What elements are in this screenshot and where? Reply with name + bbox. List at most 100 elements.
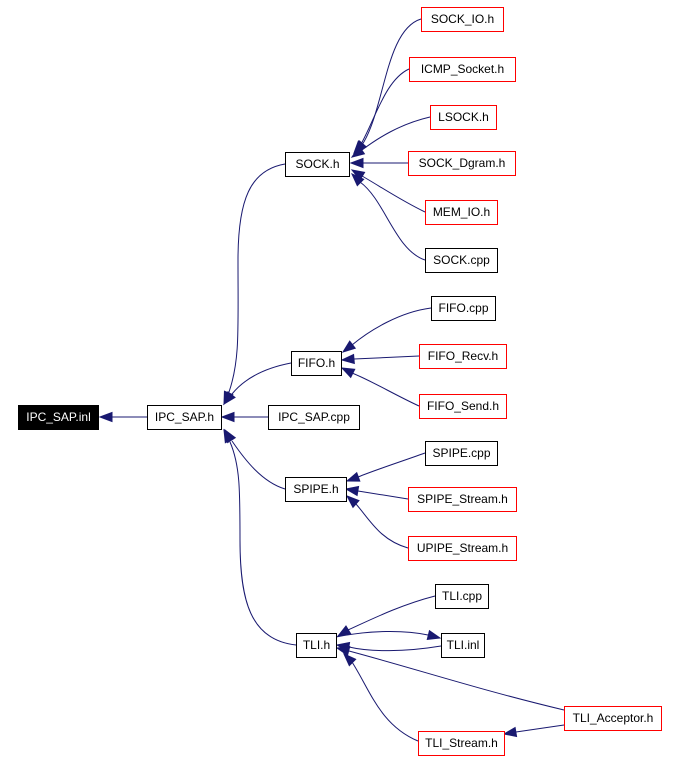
node-box [408,487,517,512]
node-label: TLI.h [303,638,330,652]
edge-line [357,452,426,478]
node-box [409,57,516,82]
node-box [296,633,337,658]
edge-tli_h-to-ipc_sap_h [223,428,297,646]
node-label: TLI.inl [447,638,480,652]
edge-line [351,372,420,407]
edge-spipe_cpp-to-spipe_h [345,452,426,482]
node-box [425,441,498,466]
edge-line [361,18,422,146]
node-mem-io-h[interactable]: MEM_IO.h [425,200,498,225]
node-tli-cpp[interactable]: TLI.cpp [435,584,489,609]
graph-edges [98,18,565,742]
arrowhead [340,367,356,379]
arrowhead [350,169,366,181]
node-box [419,344,507,369]
node-box [425,200,498,225]
node-box [419,394,507,419]
node-box [285,152,350,177]
node-spipe-stream-h[interactable]: SPIPE_Stream.h [408,487,517,512]
node-label: FIFO.h [298,356,335,370]
node-label: ICMP_Socket.h [421,62,504,76]
arrowhead [349,157,364,169]
edge-line [361,116,431,151]
node-spipe-h[interactable]: SPIPE.h [285,477,347,502]
arrowhead [345,471,361,482]
node-box [418,731,505,756]
arrowhead [223,390,236,406]
edge-spipe_stream_h-to-spipe_h [344,485,409,500]
node-fifo-h[interactable]: FIFO.h [291,351,342,376]
node-label: SOCK_IO.h [431,12,494,26]
node-tli-inl[interactable]: TLI.inl [441,633,485,658]
node-label: LSOCK.h [438,110,489,124]
node-label: IPC_SAP.h [155,410,214,424]
node-label: SOCK.cpp [433,253,490,267]
node-tli-acceptor-h[interactable]: TLI_Acceptor.h [564,706,662,731]
node-box [408,151,516,176]
node-box [147,405,222,430]
arrowhead [342,652,357,667]
edge-sock_h-to-ipc_sap_h [223,163,286,406]
node-fifo-recv-h[interactable]: FIFO_Recv.h [419,344,507,369]
node-box [18,405,99,430]
edge-line [231,362,292,395]
edge-ipc_sap_h-to-ipc_sap_inl [98,411,147,423]
node-box [441,633,485,658]
node-box [425,248,498,273]
node-upipe-stream-h[interactable]: UPIPE_Stream.h [408,536,517,561]
node-label: SOCK_Dgram.h [419,156,506,170]
arrowhead [335,645,351,657]
arrowhead [502,726,518,738]
arrowhead [341,340,357,353]
node-sock-dgram-h[interactable]: SOCK_Dgram.h [408,151,516,176]
node-box [430,105,497,130]
edge-fifo_cpp-to-fifo_h [341,307,432,353]
arrowhead [98,411,113,423]
node-ipc-sap-inl[interactable]: IPC_SAP.inl [18,405,99,430]
node-box [268,405,360,430]
edge-line [348,650,565,711]
edge-tli_acceptor_h-to-tli_h [335,645,565,711]
edge-line [231,440,286,490]
edge-line [228,163,286,393]
edge-icmp_socket_h-to-sock_h [353,68,410,155]
node-ipc-sap-cpp[interactable]: IPC_SAP.cpp [268,405,360,430]
node-ipc-sap-h[interactable]: IPC_SAP.h [147,405,222,430]
node-icmp-socket-h[interactable]: ICMP_Socket.h [409,57,516,82]
edge-lsock_h-to-sock_h [350,116,431,158]
node-sock-cpp[interactable]: SOCK.cpp [425,248,498,273]
edge-line [357,490,409,500]
edge-tli_cpp-to-tli_h [336,595,436,637]
edge-line [355,503,409,549]
arrowhead [336,625,352,637]
node-box [421,7,504,32]
node-label: SPIPE_Stream.h [417,492,508,506]
node-box [431,296,496,321]
edge-line [229,441,297,646]
edge-tli_inl-to-tli_h [335,641,442,653]
edge-tli_h-to-tli_inl [335,629,442,641]
node-tli-h[interactable]: TLI.h [296,633,337,658]
node-box [285,477,347,502]
edge-tli_acceptor_h-to-tli_stream_h [502,724,565,738]
node-label: MEM_IO.h [433,205,490,219]
edge-fifo_recv_h-to-fifo_h [340,353,420,365]
node-sock-h[interactable]: SOCK.h [285,152,350,177]
edge-fifo_send_h-to-fifo_h [340,367,420,407]
edge-line [351,307,432,346]
node-lsock-h[interactable]: LSOCK.h [430,105,497,130]
arrowhead [345,495,360,509]
edge-line [353,355,420,360]
node-label: IPC_SAP.inl [26,410,90,424]
arrowhead [350,172,365,187]
node-tli-stream-h[interactable]: TLI_Stream.h [418,731,505,756]
node-spipe-cpp[interactable]: SPIPE.cpp [425,441,498,466]
node-sock-io-h[interactable]: SOCK_IO.h [421,7,504,32]
node-label: FIFO_Recv.h [428,349,498,363]
node-label: FIFO.cpp [438,301,488,315]
edge-mem_io_h-to-sock_h [350,169,426,213]
node-fifo-send-h[interactable]: FIFO_Send.h [419,394,507,419]
node-fifo-cpp[interactable]: FIFO.cpp [431,296,496,321]
edge-fifo_h-to-ipc_sap_h [223,362,292,406]
